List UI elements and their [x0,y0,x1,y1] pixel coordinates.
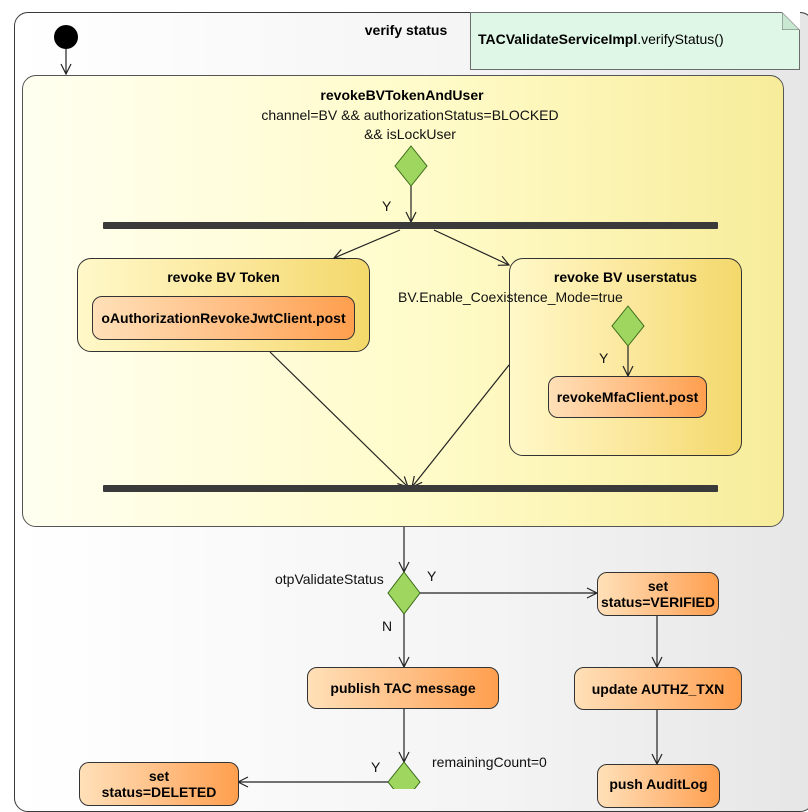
revoke-userstatus-title: revoke BV userstatus [553,269,698,285]
set-verified-line1: set [647,578,669,594]
diagram-connectors [54,25,718,789]
remaining-yes-label: Y [371,759,381,775]
edge-userstatus-to-join [412,364,510,487]
region-decision [394,145,428,187]
region-yes-label: Y [382,198,392,214]
note-fold-corner [782,12,800,30]
update-authz-action[interactable]: update AUTHZ_TXN [574,667,742,710]
fork-bar [103,222,718,229]
set-deleted-action[interactable]: set status=DELETED [79,762,239,806]
region-title: revokeBVTokenAndUser [320,87,484,103]
edge-fork-left [334,229,401,258]
activity-title: verify status [364,22,448,38]
coexistence-decision [611,305,645,347]
edge-fork-right [433,229,509,265]
otp-decision [387,571,421,615]
revoke-mfa-action[interactable]: revokeMfaClient.post [548,376,707,418]
otp-no-label: N [382,618,393,634]
set-deleted-line2: status=DELETED [101,784,217,800]
otp-decision-label: otpValidateStatus [275,571,384,587]
note-text: TACValidateServiceImpl.verifyStatus() [478,31,724,47]
publish-tac-action[interactable]: publish TAC message [307,667,499,709]
note-class-name: TACValidateServiceImpl [478,31,638,47]
note-method-name: .verifyStatus() [637,31,724,47]
initial-node [54,25,78,49]
remaining-decision [387,761,421,789]
set-verified-action[interactable]: set status=VERIFIED [597,572,719,616]
set-deleted-line1: set [148,768,170,784]
edge-token-to-join [269,351,408,487]
remaining-decision-label: remainingCount=0 [432,754,547,770]
revoke-userstatus-group [509,258,742,456]
coexistence-guard: BV.Enable_Coexistence_Mode=true [398,289,623,305]
push-auditlog-action[interactable]: push AuditLog [597,764,720,808]
revoke-token-title: revoke BV Token [167,269,280,285]
join-bar [103,485,718,492]
set-verified-line2: status=VERIFIED [601,594,715,610]
coexistence-yes-label: Y [599,350,609,366]
otp-yes-label: Y [427,568,437,584]
region-guard-line2: && isLockUser [364,126,456,142]
revoke-jwt-action[interactable]: oAuthorizationRevokeJwtClient.post [92,296,355,340]
note [470,12,800,70]
region-guard-line1: channel=BV && authorizationStatus=BLOCKE… [261,107,559,123]
